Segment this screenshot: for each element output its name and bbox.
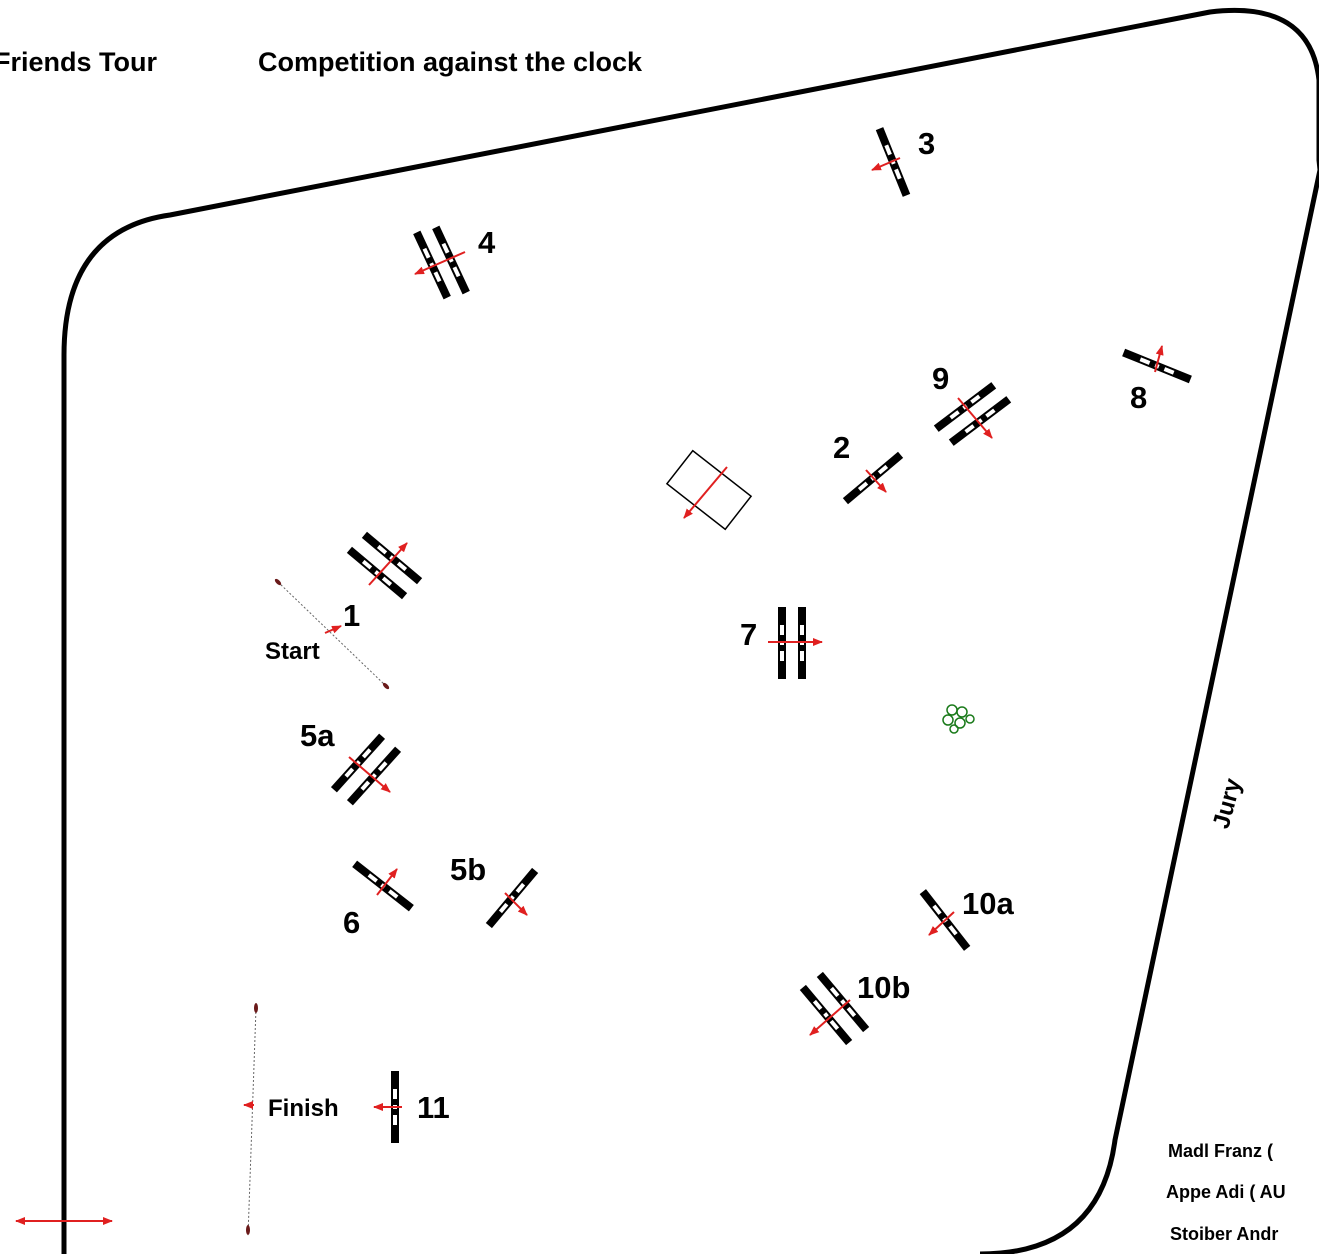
finish-line [243, 1003, 258, 1237]
arena-boundary [61, 7, 1319, 1254]
fence-10b [799, 971, 870, 1046]
fence-4 [413, 225, 470, 300]
fence-3 [871, 127, 911, 197]
fence-8 [1122, 345, 1192, 384]
fence-number-5b: 5b [450, 852, 486, 887]
jury-label: Jury [1208, 775, 1247, 832]
official-3: Stoiber Andr [1170, 1224, 1278, 1244]
tour-title: Friends Tour [0, 47, 157, 77]
tree-icon [942, 704, 975, 734]
competition-title: Competition against the clock [258, 47, 643, 77]
fence-number-7: 7 [740, 617, 757, 652]
fence-number-10a: 10a [962, 886, 1014, 921]
start-label: Start [265, 638, 320, 665]
fence-number-5a: 5a [300, 718, 335, 753]
fence-number-8: 8 [1130, 380, 1147, 415]
finish-label: Finish [268, 1095, 339, 1122]
fence-7 [768, 607, 823, 679]
fence-number-3: 3 [918, 126, 935, 161]
fence-2 [842, 451, 904, 505]
fence-1 [346, 531, 423, 600]
fence-number-1: 1 [343, 598, 360, 633]
official-1: Madl Franz ( [1168, 1141, 1273, 1161]
fence-5b [485, 867, 539, 929]
official-2: Appe Adi ( AU [1166, 1182, 1286, 1202]
fence-6 [352, 860, 414, 912]
fence-10a [919, 889, 971, 951]
fence-9 [933, 382, 1012, 446]
fence-number-9: 9 [932, 361, 949, 396]
fence-number-11: 11 [417, 1090, 450, 1125]
fence-number-10b: 10b [857, 970, 910, 1005]
fence-number-6: 6 [343, 905, 360, 940]
fence-11 [373, 1071, 402, 1143]
start-line [274, 578, 390, 690]
fence-number-2: 2 [833, 430, 850, 465]
fence-5a [330, 733, 402, 806]
fence-number-4: 4 [478, 225, 496, 260]
water-obstacle [665, 449, 753, 531]
